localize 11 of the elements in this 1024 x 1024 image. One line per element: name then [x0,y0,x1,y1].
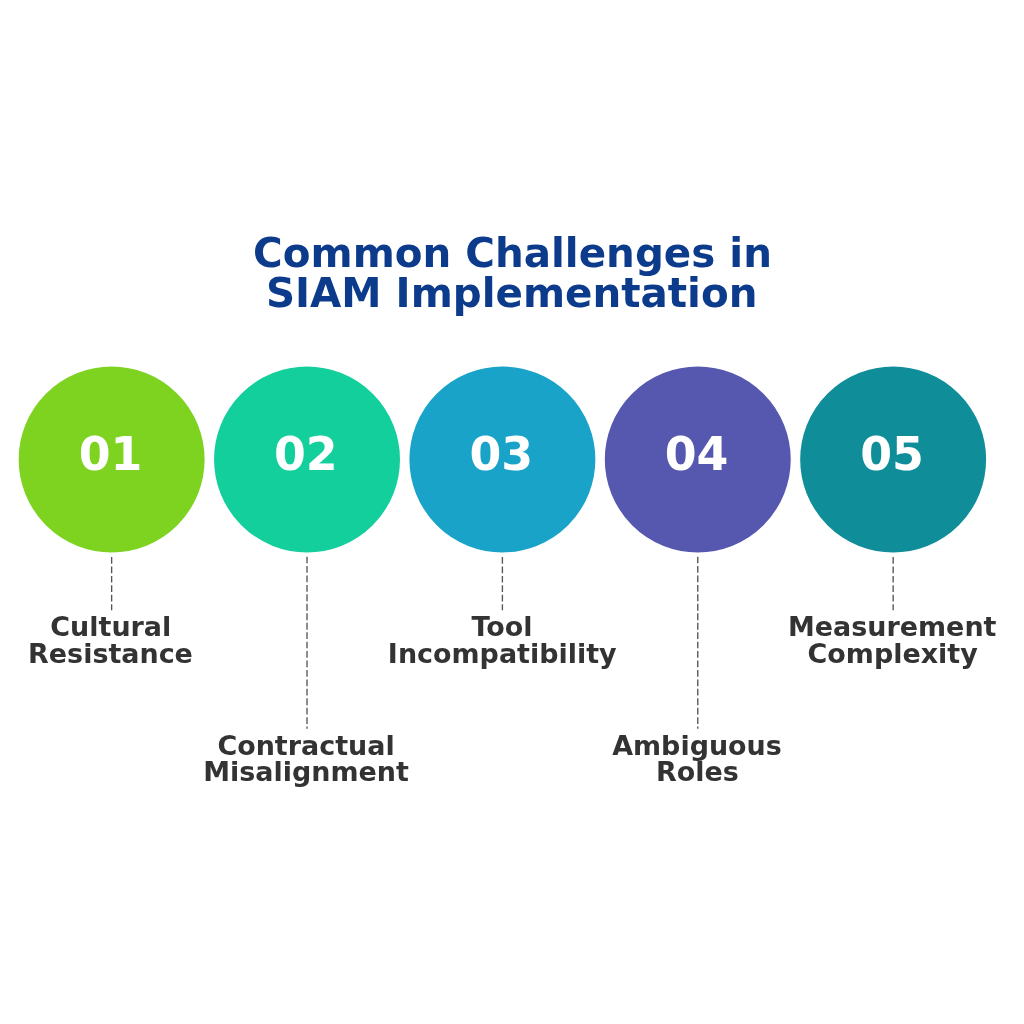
node-text: Tool Incompatibility [387,610,617,669]
connector [110,556,112,611]
diagram-title: Common Challenges in SIAM Implementation [252,228,772,318]
connector [696,556,698,730]
connector [501,556,503,611]
node-text: Measurement Complexity [787,610,996,669]
node-text: Cultural Resistance [27,610,193,669]
connector [891,556,894,611]
connector [305,556,308,730]
node-text: Contractual Misalignment [202,729,409,788]
node-text: Ambiguous Roles [611,729,782,788]
